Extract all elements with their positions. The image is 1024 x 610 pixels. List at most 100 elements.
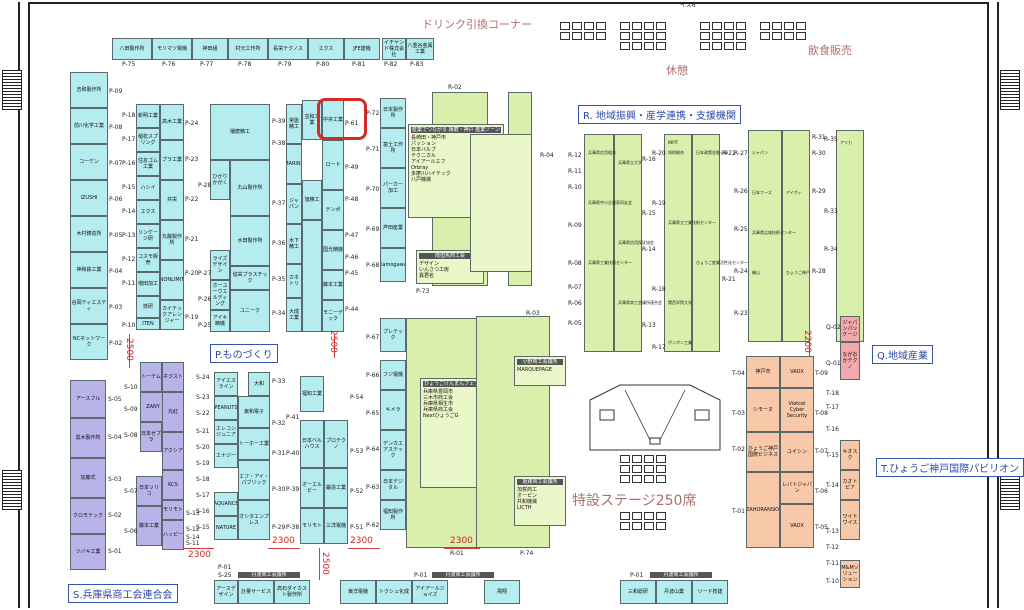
booth-p38[interactable]: MARINE <box>286 144 302 184</box>
r-item-13[interactable]: 鶴山 <box>752 270 760 275</box>
booth-t-block4[interactable]: シモーヌ <box>746 388 780 432</box>
booth-t-block7[interactable]: VADX <box>780 504 814 548</box>
booth-s24[interactable]: ネクスト <box>162 362 184 392</box>
booth-p28a[interactable]: 播磨精工 <box>210 104 270 160</box>
booth-p12[interactable]: コスモ販売 <box>136 248 160 272</box>
booth-t-block1[interactable]: 神戸市 <box>746 356 780 388</box>
booth-b6[interactable]: アイアールジョイズ <box>412 580 448 604</box>
booth-t-right3[interactable]: ワイドワイス <box>840 500 860 540</box>
booth-p10a[interactable]: 技研 <box>136 296 160 318</box>
booth-p40[interactable]: オーエルビー <box>300 468 324 508</box>
booth-p05[interactable]: 木村鋳造所 <box>70 216 108 252</box>
booth-p64[interactable]: デンカエアステック <box>380 430 406 470</box>
booth-p29a[interactable]: AQUANCE <box>214 492 238 516</box>
group-c-item[interactable]: NextひょうごG <box>423 413 459 419</box>
booth-p27b[interactable]: ライズデザイン <box>210 250 230 280</box>
booth-p26b[interactable]: ホーユーウエルディング <box>210 280 230 310</box>
group-e-item[interactable]: オーピン <box>517 493 538 499</box>
group-b-item[interactable]: 異君名 <box>419 273 435 279</box>
booth-p83[interactable]: 八重谷金属工業 <box>406 38 434 60</box>
booth-t-right4[interactable]: M&Mソリューション <box>840 560 860 588</box>
booth-p30b[interactable]: エフ・アイ・パブリック <box>238 460 270 500</box>
booth-p72[interactable]: 日本製作所 <box>380 98 406 128</box>
booth-s03[interactable]: 加藤式 <box>70 458 106 498</box>
zone-t-label[interactable]: T.ひょうご神戸国際パビリオン <box>876 458 1024 477</box>
booth-b1[interactable]: アースデザイン <box>214 580 238 604</box>
booth-p37[interactable]: ジャパン <box>286 184 302 224</box>
booth-p45[interactable]: 国光精機 <box>322 230 344 270</box>
booth-p19[interactable]: カイテックアレンジャー <box>160 300 184 330</box>
group-a-item[interactable]: Orbray <box>411 165 429 171</box>
booth-p26a[interactable]: 協栄プラスチック <box>230 266 270 290</box>
booth-p38b[interactable]: モリモト <box>300 508 324 544</box>
booth-p33[interactable]: アイエスライン <box>214 372 238 396</box>
booth-s02[interactable]: クロモテック <box>70 498 106 534</box>
booth-t-right1[interactable]: キオスク <box>840 440 860 470</box>
booth-p09[interactable]: 吉和製作所 <box>70 72 108 108</box>
booth-b7[interactable]: 飛翔 <box>484 580 520 604</box>
booth-p31[interactable]: エレコンジュニア <box>214 420 238 444</box>
booth-b4[interactable]: 東洋電機 <box>340 580 376 604</box>
r-item-14[interactable]: 兵庫県広域技術センター <box>752 230 796 235</box>
r-item-6[interactable]: ポンポン工業 <box>668 340 692 345</box>
booth-s22[interactable]: 丸紅 <box>162 392 184 432</box>
booth-p20[interactable]: NONLIMIT <box>160 260 184 300</box>
booth-p82[interactable]: イチヤンド株式会社 <box>382 38 406 60</box>
booth-p65[interactable]: キメラ <box>380 390 406 430</box>
r-item-1[interactable]: 兵庫県中小企業家同友会 <box>588 200 632 205</box>
booth-b10[interactable]: リード技建 <box>692 580 728 604</box>
r-item-18[interactable]: ひょうご神戸 <box>786 270 810 275</box>
booth-p78[interactable]: 村元工作所 <box>228 38 268 60</box>
booth-p62[interactable]: 福知製作所 <box>380 500 406 530</box>
r-item-2[interactable]: 兵庫県工業技術センター <box>588 260 632 265</box>
booth-p28c[interactable]: 丸山製作所 <box>230 160 270 216</box>
booth-b9[interactable]: 丹波山業 <box>656 580 692 604</box>
booth-p46[interactable]: テンポ <box>322 190 344 230</box>
group-c-item[interactable]: 兵庫県商工会 <box>423 407 454 413</box>
booth-b2[interactable]: 計量サービス <box>238 580 274 604</box>
group-a-item[interactable]: テクニカル <box>411 153 437 159</box>
booth-p81[interactable]: JFE建機 <box>344 38 380 60</box>
booth-p80[interactable]: エクス <box>308 38 344 60</box>
booth-p47[interactable]: 旭精工 <box>302 180 322 220</box>
booth-p34[interactable]: 大成工業 <box>286 298 302 332</box>
booth-p71[interactable]: 富士工作所 <box>380 128 406 168</box>
booth-b8[interactable]: 三和総研 <box>620 580 656 604</box>
booth-p33b[interactable]: 大和 <box>248 372 270 396</box>
booth-p76[interactable]: モリマツ電機 <box>152 38 192 60</box>
booth-t-block8[interactable]: ユイシン <box>780 432 814 472</box>
booth-p70[interactable]: パーカー加工 <box>380 168 406 208</box>
r-item-9[interactable]: 日本政策金融公庫 <box>696 150 728 155</box>
booth-s10[interactable]: アースブル <box>70 380 106 418</box>
booth-p25[interactable]: アイキ精機 <box>210 310 230 332</box>
booth-q02[interactable]: ジャパンパッケージ <box>840 316 860 342</box>
zone-s-label[interactable]: S.兵庫県商工会連合会 <box>68 584 178 603</box>
group-c-item[interactable]: 兵庫県相生市 <box>423 401 454 407</box>
booth-p32[interactable]: PEANUTS <box>214 396 238 420</box>
r-item-11[interactable]: 兵庫県立工業技術センター <box>668 220 716 225</box>
r-item-4[interactable]: 兵庫県信用保証協会 <box>618 240 654 245</box>
booth-s-zebra[interactable]: 日本ゼブラ <box>140 422 162 452</box>
booth-p44[interactable]: 藤本工業 <box>322 270 344 300</box>
group-e-item[interactable]: 共和機械 <box>517 499 538 505</box>
booth-p07[interactable]: コーケン <box>70 144 108 180</box>
r-item-19[interactable]: アリカ <box>840 140 852 145</box>
booth-s07[interactable]: 日本ソリコ <box>136 476 162 506</box>
booth-p77[interactable]: 神田組 <box>192 38 228 60</box>
group-a-item[interactable]: アイアールエフ <box>411 159 446 165</box>
booth-p68[interactable]: Kamogawa <box>380 248 406 282</box>
booth-p21[interactable]: 丸藤製作所 <box>160 220 184 260</box>
r-item-16[interactable]: 日本フーズ <box>752 190 772 195</box>
booth-p06[interactable]: IZUSHI <box>70 180 108 216</box>
r-item-8[interactable]: 知財総合 <box>668 150 684 155</box>
booth-p24[interactable]: 高木工業 <box>160 104 184 140</box>
zone-r-label[interactable]: R. 地域振興・産学連携・支援機関 <box>578 105 741 124</box>
booth-s01[interactable]: ツバキ工業 <box>70 534 106 570</box>
booth-p31b[interactable]: トーホー工業 <box>238 428 270 460</box>
booth-p11[interactable]: 増田加工 <box>136 272 160 296</box>
group-e-item[interactable]: 加賀商工 <box>517 487 538 493</box>
booth-p18[interactable]: 新明工業 <box>136 104 160 128</box>
booth-t-block6[interactable]: ZAHORANSKY <box>746 472 780 548</box>
booth-p08[interactable]: 前川化学工業 <box>70 108 108 144</box>
group-b-item[interactable]: いんさつ工房 <box>419 267 450 273</box>
